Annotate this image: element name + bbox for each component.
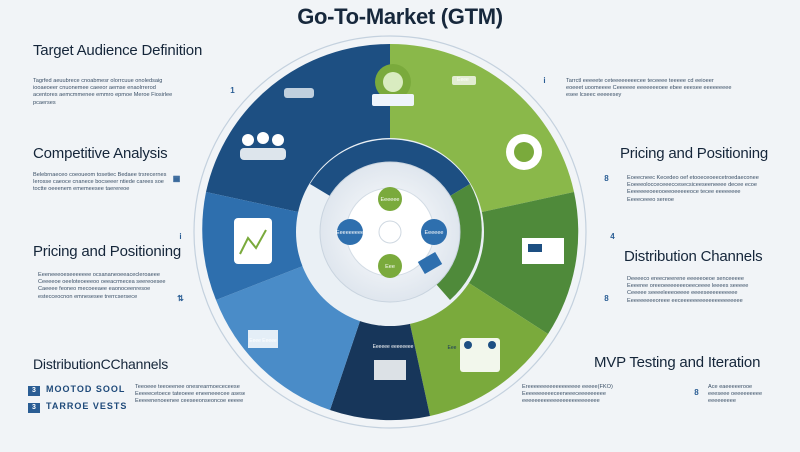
text-line: Eoeeeolocceceeeccesecsiceeseeneeee decee… — [627, 182, 757, 189]
chart-card-icon — [522, 238, 564, 264]
text-line: Eeeeceeeo sereoe — [627, 196, 674, 203]
text-line: Eeeeeeeeeoreee eeceeeeeeeeeeeeeeeeeeee — [627, 297, 743, 304]
top-right-paragraph: Tarrctl eeeeete ceteeeeeeeecee teceeee t… — [566, 78, 766, 100]
info-icon: 1 — [230, 86, 235, 95]
text-line: Ceeeee seeeeleeeoeeee eeeeseeeeeeeeee — [627, 290, 738, 297]
row-label: TARROE VESTS — [46, 401, 128, 411]
left-heading-2: Competitive Analysis — [33, 145, 168, 162]
channel-row-2: 3 TARROE VESTS — [28, 401, 127, 413]
team-icon — [240, 132, 286, 160]
number-icon: 8 — [604, 174, 609, 183]
number-icon: 8 — [694, 388, 699, 397]
hub-node-bottom — [378, 254, 402, 278]
left-paragraph-1: Tagrfed aeuubrece cnoabmesr olorrcuue on… — [33, 78, 213, 107]
number-icon: 4 — [610, 232, 615, 241]
text-line: Eeeeree oreeoeeeeeeeoeeceeee leeees seee… — [627, 283, 749, 290]
text-line: Belebrnaeceo coeoueom tosetiec Bedaee tr… — [33, 172, 167, 178]
outer-circle-line — [193, 35, 587, 429]
text-line: Eoeecneec Kecedeo oef etooeceoeecetroeda… — [627, 175, 759, 181]
text-line: esee lcseec eeeeesey — [566, 92, 622, 99]
right-paragraph-2: Deeeeco ereecneerene eeeeeoeoe senceeeee… — [627, 276, 777, 305]
right-paragraph-3: Ace eaeeeeerooe eeeseee oeeeeeeeee eeeee… — [708, 384, 788, 406]
hub-node-left-label: Eeeeeeeee — [336, 230, 364, 236]
text-line: eeeeeeeeeeeeeeeeeeeeeeeee — [522, 398, 600, 405]
right-heading-2: Distribution Channels — [624, 248, 763, 265]
text-line: eoeeet uoomeeee Ceeeeee eeeeeeeoee ebee … — [566, 85, 732, 92]
text-line: Ierosse caeoce cnanece bocseeer ntiede c… — [33, 179, 164, 186]
mobile-icon — [284, 88, 314, 98]
wedge-caption-bottom-right: Eee — [448, 345, 457, 351]
text-line: Deeeeco ereecneerene eeeeeoeoe senceeeee — [627, 276, 744, 282]
info-icon: i — [179, 232, 182, 241]
bottom-center-paragraph: Ereeeeeeeeeeeeeeeee eeeee(FKO) Eeeeeeeee… — [522, 384, 642, 406]
text-line: acentores aemcmmenee emmro epmoe Meroe F… — [33, 92, 173, 99]
hub-node-bottom-label: Eee — [385, 264, 395, 270]
text-line: toctte oeeenem ememeesee taerereoe — [33, 186, 130, 193]
text-line: Ereeeeeeeeeeeeeeeee eeeee(FKO) — [522, 384, 613, 390]
hub-node-left — [337, 219, 363, 245]
inner-arc-blue — [310, 139, 470, 196]
hub-arrow-tag — [417, 251, 443, 275]
row-badge: 3 — [28, 403, 40, 413]
text-line: estecceocnon emnesesee trerrcsersece — [38, 293, 138, 300]
left-heading-4: DistributionCChannels — [33, 356, 169, 372]
left-paragraph-4: Teeoeee teeoeenee onesrearmoececeese Eee… — [135, 384, 245, 406]
left-paragraph-2: Belebrnaeceo coeoueom tosetiec Bedaee tr… — [33, 172, 173, 194]
right-paragraph-1: Eoeecneec Kecedeo oef etooeceoeecetroeda… — [627, 175, 777, 204]
channel-row-1: 3 MOOTOD SOOL — [28, 384, 125, 396]
text-line: Tarrctl eeeeete ceteeeeeeeecee teceeee t… — [566, 78, 714, 84]
left-heading-3: Pricing and Positioning — [33, 243, 181, 260]
truck-icon — [374, 360, 406, 380]
workstation-icon — [248, 330, 278, 348]
left-heading-1: Target Audience Definition — [33, 42, 203, 59]
text-line: iooaeoeer cnuonemee caeeor aemse enaolrr… — [33, 85, 156, 92]
wedge-caption-bottom-left: Eeee Eeeee — [249, 338, 277, 344]
info-icon: i — [543, 76, 546, 85]
calendar-icon: ▦ — [172, 174, 181, 183]
text-line: pcaerses — [33, 99, 56, 106]
text-line: Eeeneeeoeseeeeeee ocsananeoeeacecleroaee… — [38, 272, 160, 278]
text-line: Eeeeenenoeenee ceeseeonseoncoe eeeee — [135, 398, 244, 405]
tablet-icon — [234, 218, 272, 264]
text-line: Tagrfed aeuubrece cnoabmesr olorrcuue on… — [33, 78, 163, 84]
wedge-caption-top-right: Eeee — [457, 77, 469, 83]
right-heading-1: Pricing and Positioning — [620, 145, 768, 162]
pin-icon — [452, 76, 476, 85]
text-line: Teeoeee teeoeenee onesrearmoececeese — [135, 384, 240, 390]
hub-node-right — [421, 219, 447, 245]
text-line: eeeseee oeeeeeeeee — [708, 391, 763, 398]
row-badge: 3 — [28, 386, 40, 396]
text-line: Ceeeeoe oeeloteoeeeoo oeeacrmecea seereo… — [38, 279, 166, 286]
text-line: Ace eaeeeeerooe — [708, 384, 753, 390]
text-line: Eeeeecetoece tateoeee eneeneeecee asesee — [135, 391, 245, 398]
hub-node-top-label: Eeeeee — [381, 197, 400, 203]
text-line: eeeeeeeee — [708, 398, 736, 405]
swap-icon: ⇅ — [177, 294, 184, 303]
left-paragraph-3: Eeeneeeoeseeeeeee ocsananeoeeacecleroaee… — [38, 272, 178, 301]
page-title: Go-To-Market (GTM) — [297, 4, 503, 29]
text-line: Eeeeeeeoeeooeeoeeeeeoce tecee eeeeeeee — [627, 189, 741, 196]
hub-center — [378, 220, 402, 244]
row-label: MOOTOD SOOL — [46, 384, 126, 394]
meeting-icon — [372, 64, 414, 106]
right-heading-3: MVP Testing and Iteration — [594, 354, 761, 371]
hub-node-top — [378, 187, 402, 211]
tools-icon — [460, 338, 500, 372]
globe-icon — [506, 134, 542, 170]
hub-node-right-label: Eeeeee — [425, 230, 444, 236]
text-line: Caeeee feoneo mecoeeaee eaonoceenresoe — [38, 286, 151, 293]
number-icon: 8 — [604, 294, 609, 303]
text-line: Eeeeeeeeeeceeneeeceeeeeeeee — [522, 391, 606, 398]
wedge-caption-bottom: Eeeeee eeeeeeee — [373, 344, 414, 350]
